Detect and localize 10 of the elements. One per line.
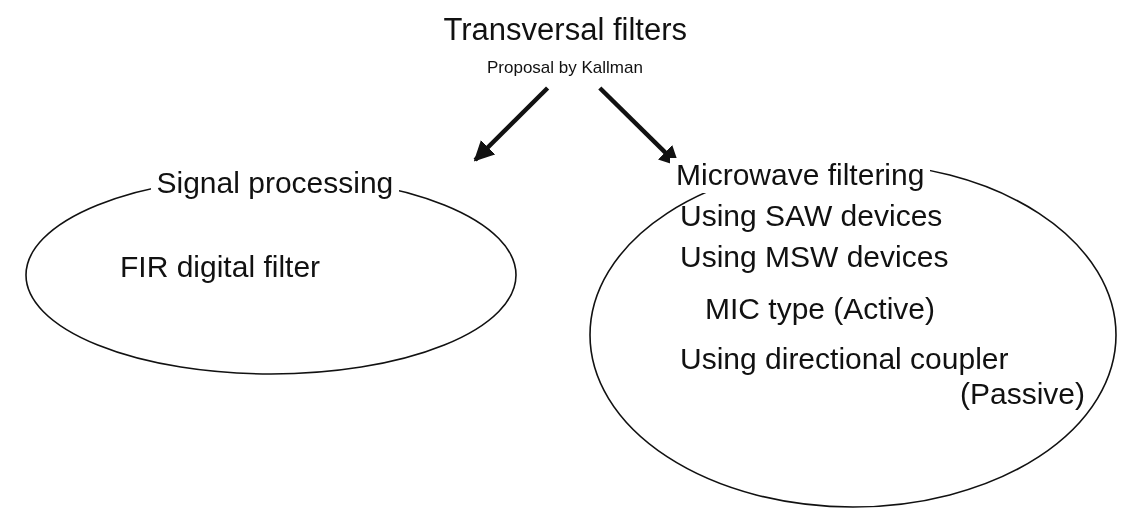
- item-text: FIR digital filter: [120, 250, 321, 285]
- item-text: Using MSW devices: [680, 240, 949, 275]
- item-text: MIC type (Active): [705, 292, 936, 327]
- arrow: [473, 86, 550, 162]
- item-text: Using directional coupler (Passive): [680, 342, 1085, 411]
- subtitle-text: Proposal by Kallman: [487, 58, 643, 78]
- heading-text: Microwave filtering: [670, 158, 931, 193]
- heading-text: Transversal filters: [443, 12, 687, 48]
- item-text: Using SAW devices: [680, 199, 943, 234]
- ellipse-node: [588, 158, 1118, 510]
